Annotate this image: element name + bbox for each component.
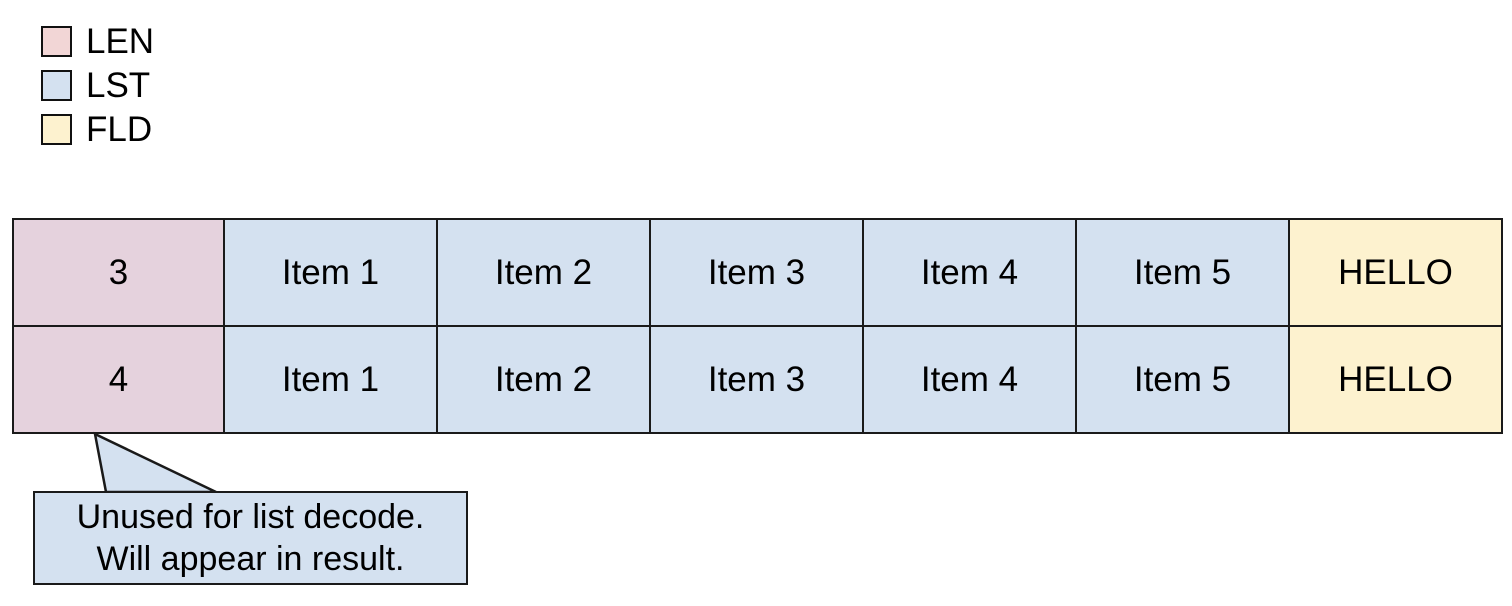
callout-line-2: Will appear in result. — [96, 540, 405, 578]
cell-lst-row1-item2: Item 2 — [436, 218, 651, 327]
cell-lst-row1-item4: Item 4 — [862, 218, 1077, 327]
legend: LEN LST FLD — [41, 19, 441, 151]
table-row: 3 Item 1 Item 2 Item 3 Item 4 Item 5 HEL… — [12, 218, 1503, 327]
cell-fld-row1: HELLO — [1288, 218, 1503, 327]
callout-pointer-icon — [93, 431, 217, 494]
table-row: 4 Item 1 Item 2 Item 3 Item 4 Item 5 HEL… — [12, 325, 1503, 434]
cell-lst-row2-item5: Item 5 — [1075, 325, 1290, 434]
cell-lst-row2-item1: Item 1 — [223, 325, 438, 434]
cell-fld-row2: HELLO — [1288, 325, 1503, 434]
cell-lst-row2-item4: Item 4 — [862, 325, 1077, 434]
cell-len-row1: 3 — [12, 218, 225, 327]
color-swatch-icon-len — [41, 25, 72, 57]
cell-lst-row1-item3: Item 3 — [649, 218, 864, 327]
color-swatch-icon-fld — [41, 113, 72, 145]
cell-len-row2: 4 — [12, 325, 225, 434]
cell-lst-row2-item2: Item 2 — [436, 325, 651, 434]
cell-lst-row2-item3: Item 3 — [649, 325, 864, 434]
callout-line-1: Unused for list decode. — [76, 498, 425, 536]
legend-item-lst: LST — [41, 63, 441, 107]
packet-layout-table: 3 Item 1 Item 2 Item 3 Item 4 Item 5 HEL… — [12, 218, 1503, 434]
color-swatch-icon-lst — [41, 69, 72, 101]
legend-label-len: LEN — [86, 21, 155, 61]
cell-lst-row1-item5: Item 5 — [1075, 218, 1290, 327]
cell-lst-row1-item1: Item 1 — [223, 218, 438, 327]
legend-item-fld: FLD — [41, 107, 441, 151]
legend-label-lst: LST — [86, 65, 151, 105]
callout-box: Unused for list decode. Will appear in r… — [33, 491, 468, 585]
legend-item-len: LEN — [41, 19, 441, 63]
legend-label-fld: FLD — [86, 109, 153, 149]
